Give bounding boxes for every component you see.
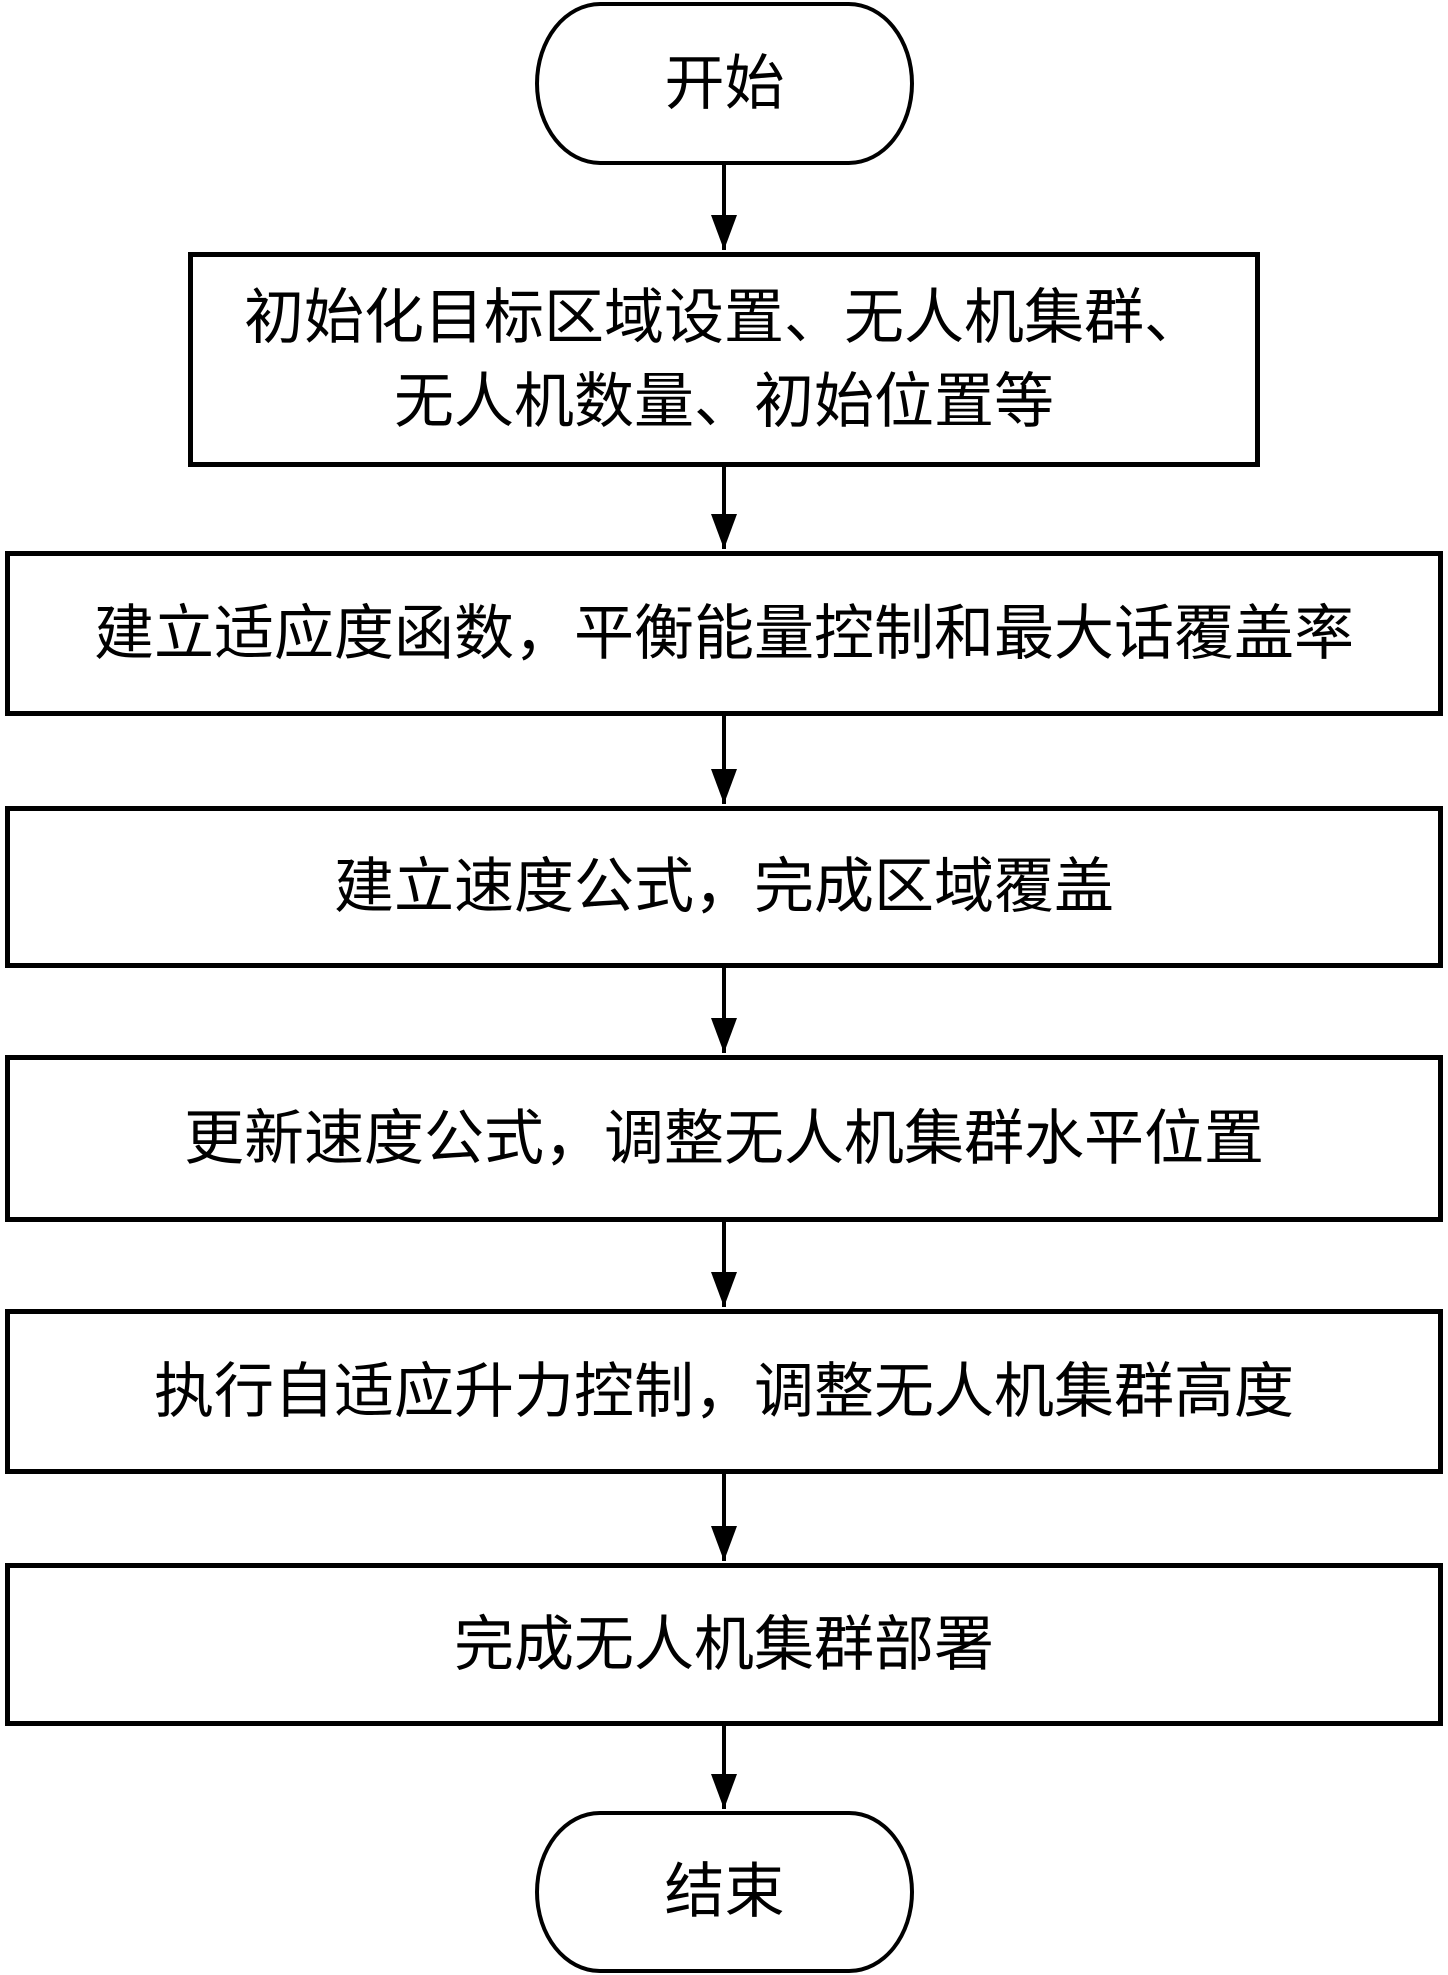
step-fitness-function-label: 建立适应度函数，平衡能量控制和最大话覆盖率 — [94, 598, 1354, 669]
step-velocity-formula-label: 建立速度公式，完成区域覆盖 — [334, 852, 1114, 922]
step-update-velocity: 更新速度公式，调整无人机集群水平位置 — [5, 1055, 1443, 1222]
step-initialize-line1: 初始化目标区域设置、无人机集群、 — [244, 282, 1204, 353]
arrowhead — [711, 215, 737, 250]
arrowhead — [711, 1272, 737, 1307]
step-adaptive-lift: 执行自适应升力控制，调整无人机集群高度 — [5, 1309, 1443, 1474]
step-fitness-function: 建立适应度函数，平衡能量控制和最大话覆盖率 — [5, 551, 1443, 716]
arrowhead — [711, 1774, 737, 1809]
step-update-velocity-label: 更新速度公式，调整无人机集群水平位置 — [184, 1103, 1264, 1174]
arrowhead — [711, 1018, 737, 1053]
start-label: 开始 — [664, 48, 785, 119]
arrowhead — [711, 769, 737, 804]
step-velocity-formula: 建立速度公式，完成区域覆盖 — [5, 806, 1443, 968]
step-deploy-complete-label: 完成无人机集群部署 — [454, 1609, 994, 1680]
step-adaptive-lift-label: 执行自适应升力控制，调整无人机集群高度 — [154, 1356, 1294, 1427]
arrowhead — [711, 514, 737, 549]
start-terminal: 开始 — [535, 2, 914, 165]
step-initialize-line2: 无人机数量、初始位置等 — [394, 366, 1054, 437]
arrowhead — [711, 1526, 737, 1561]
end-label: 结束 — [664, 1857, 785, 1927]
end-terminal: 结束 — [535, 1811, 914, 1973]
step-deploy-complete: 完成无人机集群部署 — [5, 1563, 1443, 1726]
step-initialize: 初始化目标区域设置、无人机集群、 无人机数量、初始位置等 — [188, 252, 1260, 467]
